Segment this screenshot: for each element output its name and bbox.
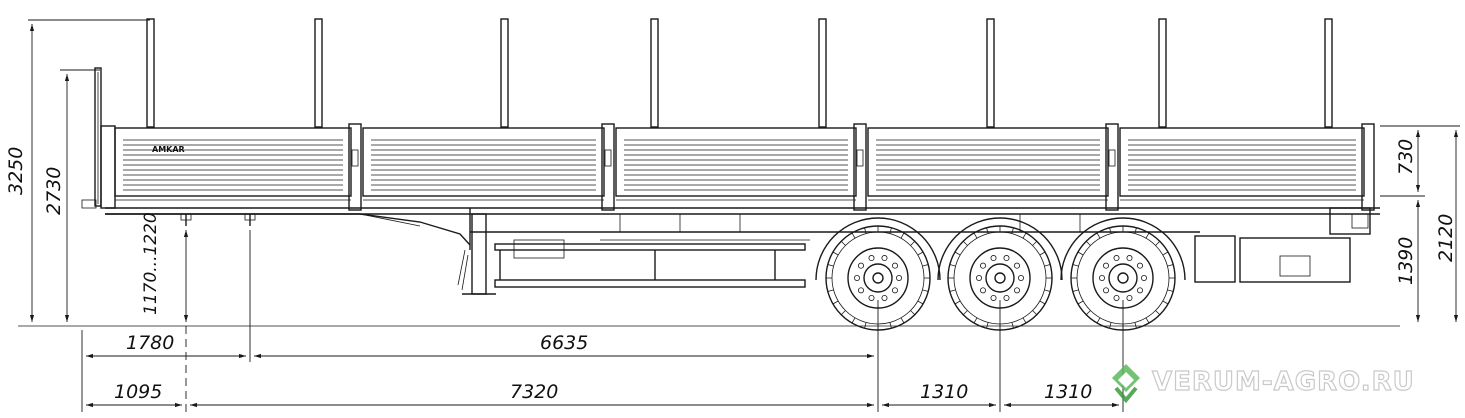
dim-kingpin-to-leg: 1780	[126, 332, 174, 354]
stake-1	[146, 18, 155, 128]
panel-post-3	[853, 123, 867, 211]
watermark: VERUM-AGRO.RU	[1112, 364, 1415, 404]
watermark-logo-icon	[1112, 364, 1140, 404]
dim-overall-height: 3250	[5, 147, 27, 195]
stake-6	[986, 18, 995, 128]
dim-axle-spacing-2: 1310	[1044, 381, 1092, 403]
fender	[815, 217, 941, 281]
stake-8	[1324, 18, 1333, 128]
side-boards	[114, 123, 1375, 211]
stake-3	[500, 18, 509, 128]
stake-4	[650, 18, 659, 128]
hub	[863, 263, 893, 293]
rear-post	[1361, 123, 1375, 211]
watermark-text: VERUM-AGRO.RU	[1152, 367, 1415, 397]
brand-plate: AMKAR	[152, 145, 185, 154]
stake-5	[818, 18, 827, 128]
side-panel-4	[867, 127, 1109, 201]
dim-side-board-height: 730	[1395, 139, 1417, 175]
dim-total-height-board: 2120	[1435, 214, 1457, 262]
dim-leg-to-axle: 6635	[540, 332, 588, 354]
rim	[847, 247, 909, 309]
side-panel-1	[114, 127, 352, 201]
dim-axle-spacing-1: 1310	[920, 381, 968, 403]
hub	[1108, 263, 1138, 293]
rim	[1092, 247, 1154, 309]
panel-post-2	[601, 123, 615, 211]
rim	[969, 247, 1031, 309]
wheel-1	[815, 217, 941, 331]
dim-front-overhang: 1095	[114, 381, 162, 403]
fender	[1060, 217, 1186, 281]
side-panel-5	[1119, 127, 1365, 201]
front-wall	[81, 67, 116, 209]
wheel-2	[937, 217, 1063, 331]
fender	[937, 217, 1063, 281]
panel-post-4	[1105, 123, 1119, 211]
side-panel-3	[615, 127, 857, 201]
stake-2	[314, 18, 323, 128]
hub	[985, 263, 1015, 293]
dim-kingpin-height: 1170...1220	[141, 212, 161, 315]
dim-platform-height: 1390	[1395, 237, 1417, 285]
dimension-lines	[18, 19, 1460, 412]
wheels	[815, 217, 1186, 331]
panel-post-1	[348, 123, 362, 211]
dim-kingpin-to-axle: 7320	[510, 381, 558, 403]
stakes	[146, 18, 1333, 128]
stake-7	[1158, 18, 1167, 128]
side-panel-2	[362, 127, 605, 201]
dim-front-wall-height: 2730	[43, 167, 65, 215]
chassis	[105, 207, 1380, 295]
